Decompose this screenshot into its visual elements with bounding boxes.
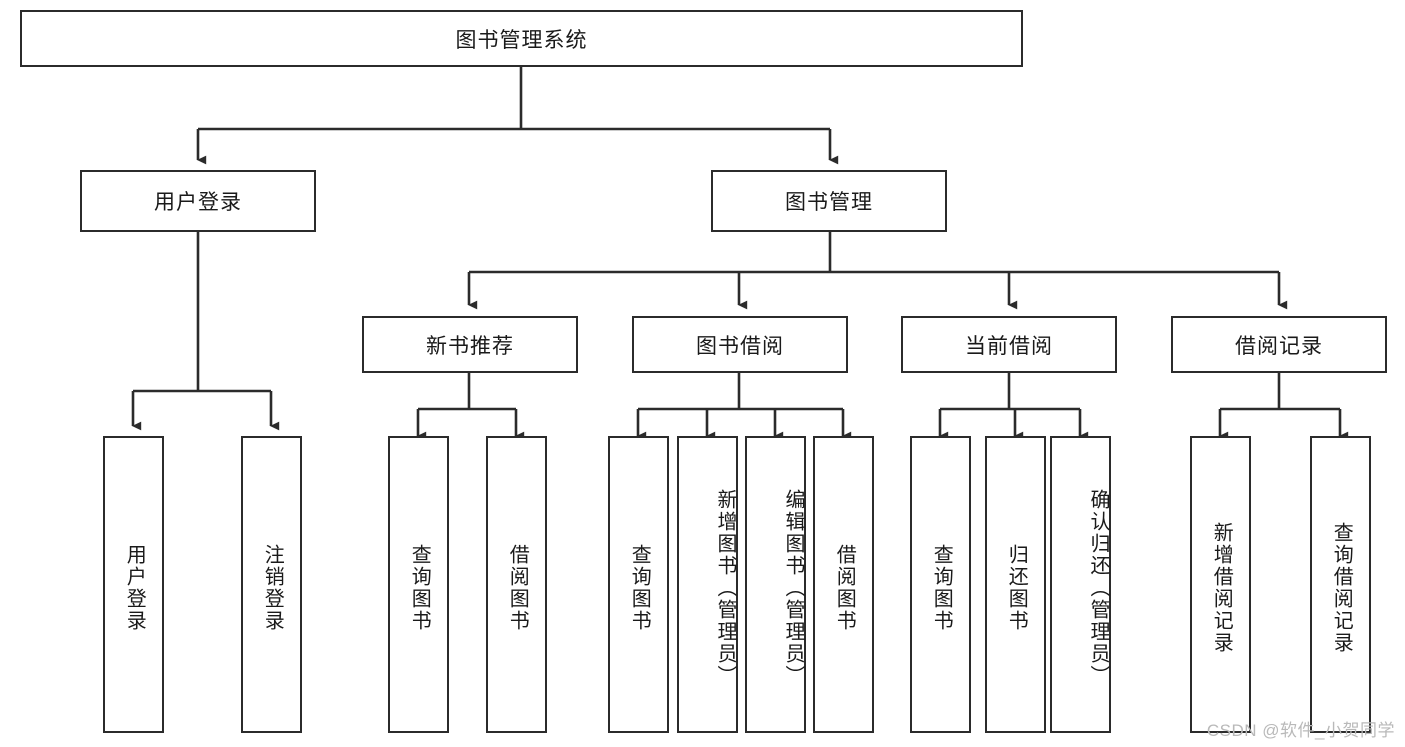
node-label: 注销登录 (261, 543, 284, 632)
leaf-query-book-current[interactable]: 查询图书 (910, 436, 971, 733)
leaf-add-borrow-record[interactable]: 新增借阅记录 (1190, 436, 1251, 733)
watermark: CSDN @软件_小贺同学 (1206, 721, 1395, 740)
leaf-borrow-book[interactable]: 借阅图书 (813, 436, 874, 733)
node-user-login[interactable]: 用户登录 (80, 170, 316, 232)
leaf-confirm-return-admin[interactable]: 确认归还（管理员） (1050, 436, 1111, 733)
node-book-management[interactable]: 图书管理 (711, 170, 947, 232)
node-label: 借阅记录 (1235, 334, 1323, 358)
leaf-query-borrow-record[interactable]: 查询借阅记录 (1310, 436, 1371, 733)
leaf-edit-book-admin[interactable]: 编辑图书（管理员） (745, 436, 806, 733)
node-current-borrow[interactable]: 当前借阅 (901, 316, 1117, 373)
leaf-borrow-book-recommend[interactable]: 借阅图书 (486, 436, 547, 733)
node-label: 当前借阅 (965, 334, 1053, 358)
node-label: 用户登录 (123, 543, 146, 632)
node-label: 新增图书（管理员） (714, 488, 736, 687)
node-label: 编辑图书（管理员） (782, 488, 804, 687)
leaf-add-book-admin[interactable]: 新增图书（管理员） (677, 436, 738, 733)
node-label: 查询图书 (930, 543, 953, 632)
node-label: 图书管理 (785, 191, 873, 214)
node-borrow-record[interactable]: 借阅记录 (1171, 316, 1387, 373)
leaf-logout-login[interactable]: 注销登录 (241, 436, 302, 733)
node-root-book-management-system[interactable]: 图书管理系统 (20, 10, 1023, 67)
node-label: 借阅图书 (833, 543, 856, 632)
node-label: 用户登录 (154, 191, 242, 214)
node-label: 归还图书 (1005, 543, 1028, 632)
node-label: 查询图书 (628, 543, 651, 632)
node-label: 查询借阅记录 (1330, 521, 1353, 654)
node-label: 图书管理系统 (455, 28, 588, 52)
node-label: 图书借阅 (696, 334, 784, 358)
leaf-user-login[interactable]: 用户登录 (103, 436, 164, 733)
node-label: 新书推荐 (426, 334, 514, 358)
node-label: 新增借阅记录 (1210, 521, 1233, 654)
leaf-query-book-borrow[interactable]: 查询图书 (608, 436, 669, 733)
node-label: 确认归还（管理员） (1087, 488, 1109, 687)
node-label: 借阅图书 (506, 543, 529, 632)
node-new-book-recommend[interactable]: 新书推荐 (362, 316, 578, 373)
node-book-borrow[interactable]: 图书借阅 (632, 316, 848, 373)
leaf-query-book-recommend[interactable]: 查询图书 (388, 436, 449, 733)
leaf-return-book[interactable]: 归还图书 (985, 436, 1046, 733)
node-label: 查询图书 (408, 543, 431, 632)
